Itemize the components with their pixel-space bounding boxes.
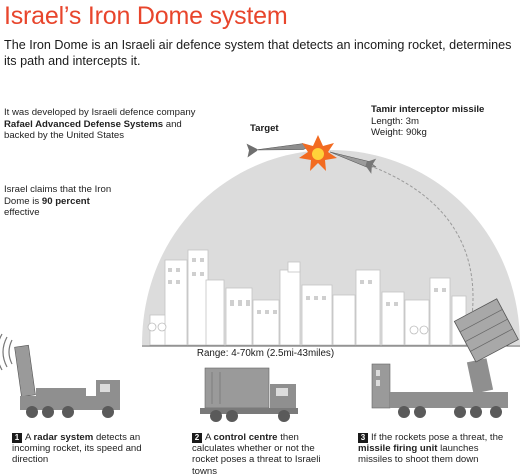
city-skyline [149, 249, 467, 346]
step-strong: control centre [213, 432, 278, 443]
building-windows [168, 258, 446, 314]
step-strong: missile firing unit [358, 443, 438, 455]
missile-spec-length: Length: 3m [371, 115, 420, 127]
range-label: Range: 4-70km (2.5mi-43miles) [193, 348, 338, 359]
developer-company: Rafael Advanced Defense Systems [4, 118, 164, 130]
step-text-suffix: then calculates whether or not the rocke… [192, 432, 321, 476]
step-text-suffix: launches missiles to shoot them down [358, 443, 479, 466]
developer-note: It was developed by Israeli defence comp… [4, 107, 204, 142]
developer-note-text: It was developed by Israeli defence comp… [4, 107, 196, 118]
step-number: 1 [12, 433, 22, 443]
radar-truck [0, 333, 120, 418]
step-text: A [205, 432, 214, 443]
effectiveness-note-suffix: effective [4, 207, 40, 218]
effectiveness-note: Israel claims that the Iron Dome is 90 p… [4, 184, 112, 219]
range-caption: Range: 4-70km (2.5mi-43miles) [0, 348, 531, 359]
target-label: Target [250, 123, 279, 134]
step-number: 2 [192, 433, 202, 443]
trees [147, 322, 429, 335]
effectiveness-note-text: Israel claims that the Iron Dome is [4, 184, 112, 207]
explosion-icon [299, 135, 337, 171]
missile-spec-title: Tamir interceptor missile [371, 104, 485, 115]
step-text-suffix: detects an incoming rocket, its speed an… [12, 432, 142, 466]
interceptor-missile [329, 151, 377, 174]
control-centre-truck [200, 367, 298, 422]
page-title: Israel’s Iron Dome system [4, 2, 288, 30]
missile-spec-weight: Weight: 90kg [371, 127, 427, 138]
effectiveness-percent: 90 percent [41, 195, 90, 207]
target-rocket [246, 143, 312, 158]
step-strong: radar system [33, 432, 94, 443]
missile-trajectory [359, 161, 474, 317]
missile-launcher [371, 298, 519, 418]
page-subtitle: The Iron Dome is an Israeli air defence … [4, 38, 512, 68]
missile-specs: Tamir interceptor missile Length: 3m Wei… [371, 104, 484, 139]
developer-note-suffix: and backed by the United States [4, 118, 182, 142]
step-text: A [25, 432, 34, 443]
step-text: If the rockets pose a threat, the [371, 432, 504, 443]
step-number: 3 [358, 433, 368, 443]
